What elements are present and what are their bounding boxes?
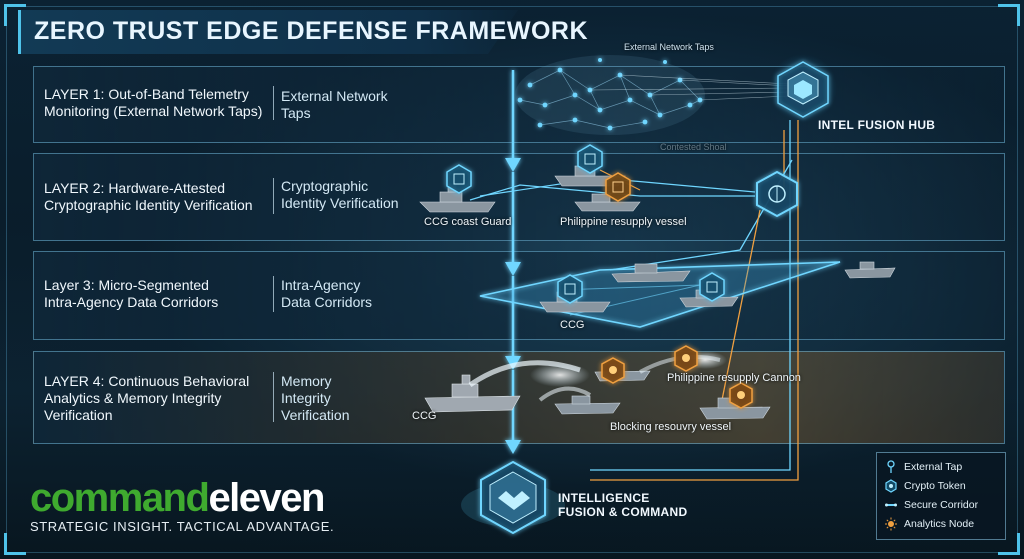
ccg-layer4-label: CCG — [412, 410, 437, 422]
analytics-node-icon — [601, 357, 625, 384]
return-link-lines — [590, 120, 799, 481]
layer-2-title: LAYER 2: Hardware-Attested Cryptographic… — [44, 180, 253, 214]
analytics-node-icon — [729, 382, 753, 409]
fusion-command-label: INTELLIGENCE FUSION & COMMAND — [558, 491, 687, 519]
brand-part-command: command — [30, 476, 210, 520]
crypto-token-icon — [557, 274, 583, 304]
frame-corner — [998, 533, 1020, 555]
blocking-vessel-label: Blocking resouvry vessel — [610, 421, 732, 433]
layer-1-title-line: LAYER 1: Out-of-Band Telemetry — [44, 86, 249, 102]
layer-2-title-line: LAYER 2: Hardware-Attested — [44, 180, 226, 196]
philippine-cannon-label: Philippine resupply Cannon — [667, 372, 801, 384]
brand-logo: commandeleven — [30, 476, 325, 520]
corridor-icon — [885, 503, 897, 507]
layer-1-panel — [33, 66, 1005, 143]
ship — [554, 395, 621, 415]
fusion-command-line: FUSION & COMMAND — [558, 505, 688, 519]
legend-item: Analytics Node — [885, 516, 974, 532]
frame-corner — [4, 4, 26, 26]
layer-2-title-line: Cryptographic Identity Verification — [44, 197, 253, 213]
brand-part-eleven: eleven — [208, 476, 325, 520]
analytics-node-icon — [885, 517, 897, 531]
analytics-node-icon — [674, 345, 698, 372]
layer-2-subtitle: Cryptographic Identity Verification — [281, 178, 399, 212]
tap-icon — [887, 460, 895, 473]
crypto-token-icon — [885, 479, 897, 493]
page-title: ZERO TRUST EDGE DEFENSE FRAMEWORK — [34, 17, 589, 45]
frame-corner — [998, 4, 1020, 26]
layer-2-panel — [33, 153, 1005, 241]
legend: External Tap Crypto Token Secure Corrido… — [876, 452, 1006, 540]
intel-fusion-hub-icon — [769, 54, 837, 122]
layer-3-subtitle: Intra-Agency Data Corridors — [281, 277, 372, 311]
external-taps-label: External Network Taps — [624, 42, 714, 52]
crypto-token-icon — [699, 272, 725, 302]
legend-label: Analytics Node — [904, 518, 975, 530]
layer-4-sub-line: Memory — [281, 373, 332, 389]
outer-frame — [6, 6, 1018, 553]
layer-3-sub-line: Data Corridors — [281, 294, 373, 310]
secure-corridor-plane — [479, 261, 841, 328]
layer-4-title-line: Analytics & Memory Integrity — [44, 390, 222, 406]
layer-4-title-line: LAYER 4: Continuous Behavioral — [44, 373, 250, 389]
layer-1-sub-line: Taps — [281, 105, 311, 121]
layer-4-title: LAYER 4: Continuous Behavioral Analytics… — [44, 373, 249, 424]
layer-2-sub-line: Cryptographic — [281, 178, 369, 194]
layer-1-sub-line: External Network — [281, 88, 388, 104]
layer-3-separator — [273, 276, 274, 312]
fusion-command-line: INTELLIGENCE — [558, 491, 650, 505]
crypto-token-icon — [446, 164, 472, 194]
layer-3-title-line: Intra-Agency Data Corridors — [44, 294, 219, 310]
layer-4-title-line: Verification — [44, 407, 113, 423]
layer-4-subtitle: Memory Integrity Verification — [281, 373, 349, 424]
legend-item: External Tap — [885, 459, 962, 475]
ship — [844, 261, 896, 279]
ship — [424, 374, 521, 413]
legend-item: Crypto Token — [885, 478, 966, 494]
handshake-icon — [498, 491, 530, 510]
title-banner — [18, 10, 518, 54]
layer-1-subtitle: External Network Taps — [281, 88, 388, 122]
layer-4-separator — [273, 372, 274, 422]
ship — [574, 193, 641, 212]
frame-corner — [4, 533, 26, 555]
crypto-token-icon — [577, 144, 603, 174]
fusion-command-icon — [461, 460, 565, 535]
layer-3-title: Layer 3: Micro-Segmented Intra-Agency Da… — [44, 277, 218, 311]
crypto-verification-node — [756, 170, 798, 218]
layer-2-separator — [273, 178, 274, 214]
philippine-vessel-label: Philippine resupply vessel — [560, 216, 687, 228]
layer-1-title: LAYER 1: Out-of-Band Telemetry Monitorin… — [44, 86, 262, 120]
intel-hub-label: INTEL FUSION HUB — [818, 118, 936, 132]
legend-item: Secure Corridor — [885, 497, 978, 513]
ccg-coast-guard-label: CCG coast Guard — [424, 216, 512, 228]
crypto-token-icon — [605, 172, 631, 202]
contested-shoal-label: Contested Shoal — [660, 142, 727, 152]
layer-3-sub-line: Intra-Agency — [281, 277, 361, 293]
layer-1-title-line: Monitoring (External Network Taps) — [44, 103, 263, 119]
legend-label: Crypto Token — [904, 480, 966, 492]
brand-tagline: STRATEGIC INSIGHT. TACTICAL ADVANTAGE. — [30, 519, 335, 534]
legend-label: External Tap — [904, 461, 963, 473]
ccg-layer3-label: CCG — [560, 319, 585, 331]
layer-1-separator — [273, 86, 274, 120]
legend-label: Secure Corridor — [904, 499, 979, 511]
external-network-taps-cloud — [515, 55, 791, 135]
layer-2-sub-line: Identity Verification — [281, 195, 399, 211]
layer-4-sub-line: Verification — [281, 407, 350, 423]
layer-3-title-line: Layer 3: Micro-Segmented — [44, 277, 209, 293]
layer-4-sub-line: Integrity — [281, 390, 331, 406]
ship — [611, 263, 691, 283]
